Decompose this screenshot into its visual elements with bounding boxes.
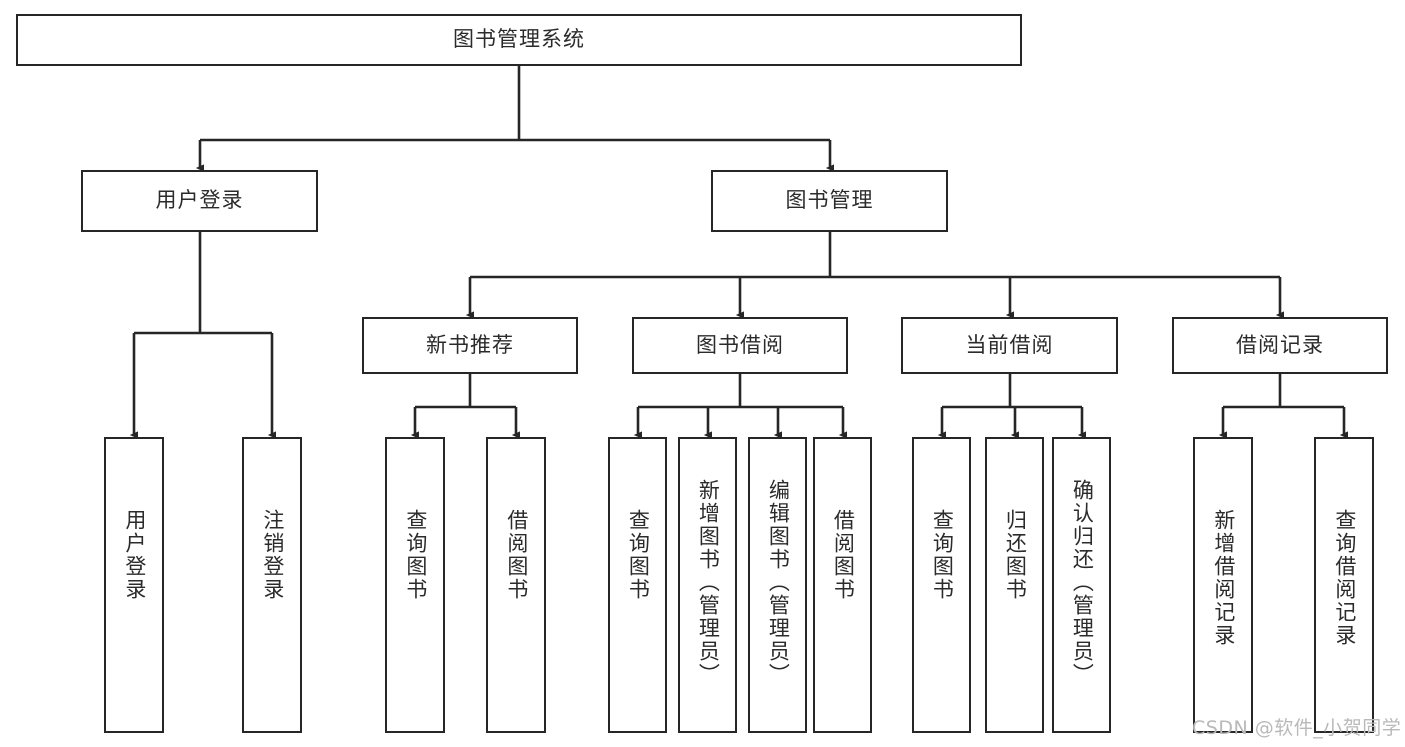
node-label-leaf-user-logout: 注销登录: [260, 509, 285, 601]
node-leaf-bb-borrow[interactable]: 借阅图书: [813, 437, 872, 733]
node-label-leaf-br-add: 新增借阅记录: [1211, 509, 1236, 647]
node-label-current-borrow: 当前借阅: [965, 332, 1054, 357]
node-label-root: 图书管理系统: [453, 27, 585, 52]
node-label-leaf-bb-edit: 编辑图书（管理员）: [766, 479, 791, 686]
node-label-leaf-user-login: 用户登录: [122, 509, 147, 601]
node-leaf-user-logout[interactable]: 注销登录: [242, 437, 302, 733]
node-current-borrow[interactable]: 当前借阅: [901, 317, 1118, 374]
node-label-leaf-rec-query: 查询图书: [403, 509, 428, 601]
node-label-user-login: 用户登录: [155, 188, 244, 213]
node-leaf-cb-return[interactable]: 归还图书: [985, 437, 1044, 733]
node-leaf-bb-edit[interactable]: 编辑图书（管理员）: [748, 437, 807, 733]
node-borrow-record[interactable]: 借阅记录: [1172, 317, 1388, 374]
node-leaf-cb-confirm[interactable]: 确认归还（管理员）: [1052, 437, 1111, 733]
node-label-book-borrow: 图书借阅: [696, 332, 784, 357]
node-label-leaf-bb-borrow: 借阅图书: [831, 509, 856, 601]
watermark-text: CSDN @软件_小贺同学: [1192, 717, 1402, 739]
node-leaf-rec-borrow[interactable]: 借阅图书: [486, 437, 546, 733]
node-leaf-br-query[interactable]: 查询借阅记录: [1314, 437, 1374, 733]
node-label-leaf-br-query: 查询借阅记录: [1332, 509, 1357, 647]
node-book-borrow[interactable]: 图书借阅: [632, 317, 848, 374]
node-new-book-rec[interactable]: 新书推荐: [362, 317, 578, 374]
node-leaf-rec-query[interactable]: 查询图书: [385, 437, 445, 733]
node-leaf-bb-query[interactable]: 查询图书: [608, 437, 667, 733]
node-book-manage[interactable]: 图书管理: [711, 170, 948, 232]
node-label-leaf-bb-add: 新增图书（管理员）: [696, 479, 721, 686]
node-label-leaf-rec-borrow: 借阅图书: [504, 509, 529, 601]
node-leaf-bb-add[interactable]: 新增图书（管理员）: [678, 437, 737, 733]
node-label-leaf-cb-confirm: 确认归还（管理员）: [1070, 479, 1095, 686]
node-label-new-book-rec: 新书推荐: [426, 332, 514, 357]
node-leaf-cb-query[interactable]: 查询图书: [912, 437, 971, 733]
node-leaf-user-login[interactable]: 用户登录: [104, 437, 164, 733]
node-label-book-manage: 图书管理: [785, 188, 874, 213]
node-label-borrow-record: 借阅记录: [1236, 332, 1324, 357]
node-user-login[interactable]: 用户登录: [81, 170, 318, 232]
node-label-leaf-bb-query: 查询图书: [626, 509, 651, 601]
node-leaf-br-add[interactable]: 新增借阅记录: [1193, 437, 1253, 733]
node-label-leaf-cb-query: 查询图书: [930, 509, 955, 601]
node-root[interactable]: 图书管理系统: [16, 14, 1022, 66]
node-label-leaf-cb-return: 归还图书: [1003, 509, 1028, 601]
